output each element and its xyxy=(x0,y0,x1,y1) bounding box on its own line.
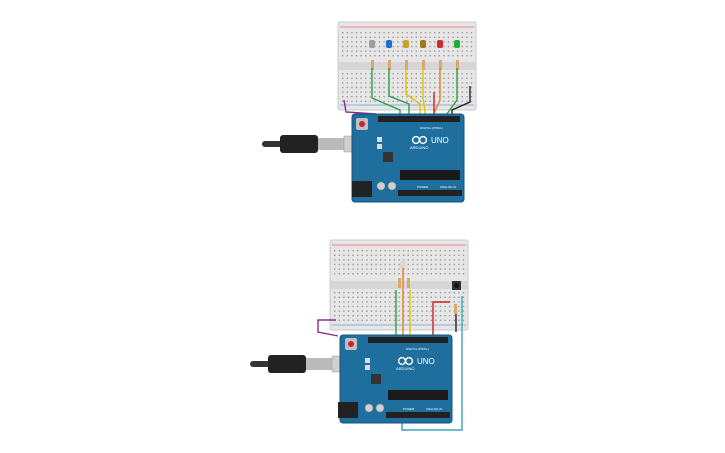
board-brand: ARDUINO xyxy=(410,145,428,150)
board-digital-label: DIGITAL (PWM~) xyxy=(406,347,429,351)
wires-bottom xyxy=(317,268,463,431)
wire-teal xyxy=(401,296,463,431)
leds-top xyxy=(369,40,460,48)
circuit-bottom: ARDUINO UNO DIGITAL (PWM~) POWER ANALOG … xyxy=(250,239,469,431)
circuit-top: ARDUINO UNO DIGITAL (PWM~) POWER ANALOG … xyxy=(262,21,477,203)
wire-green xyxy=(443,68,458,119)
led[interactable] xyxy=(386,40,392,48)
breadboard-holes xyxy=(342,32,473,102)
leds-bottom xyxy=(400,260,406,268)
resistors-bottom xyxy=(398,278,457,314)
board-power-label: POWER xyxy=(417,185,429,189)
wire-purple xyxy=(317,319,339,337)
wire-yellow xyxy=(405,68,421,118)
board-analog-label: ANALOG IN xyxy=(426,407,442,411)
board-analog-label: ANALOG IN xyxy=(440,185,456,189)
wire-yellow xyxy=(422,68,427,119)
led[interactable] xyxy=(454,40,460,48)
led[interactable] xyxy=(437,40,443,48)
board-model: UNO xyxy=(417,357,435,366)
board-digital-label: DIGITAL (PWM~) xyxy=(420,126,443,130)
board-brand: ARDUINO xyxy=(396,366,414,371)
led[interactable] xyxy=(403,40,409,48)
wire-red xyxy=(432,301,450,338)
wire-purple xyxy=(343,99,377,115)
led[interactable] xyxy=(400,260,406,268)
resistors-top xyxy=(371,60,459,70)
arduino-board-top[interactable]: ARDUINO UNO DIGITAL (PWM~) POWER ANALOG … xyxy=(351,113,465,203)
arduino-board-bottom[interactable]: ARDUINO UNO DIGITAL (PWM~) POWER ANALOG … xyxy=(338,334,453,424)
breadboard-holes xyxy=(334,250,465,321)
board-power-label: POWER xyxy=(403,407,415,411)
led[interactable] xyxy=(420,40,426,48)
wires-top xyxy=(343,68,471,119)
pushbutton-bottom[interactable] xyxy=(452,281,461,290)
led[interactable] xyxy=(369,40,375,48)
board-model: UNO xyxy=(431,136,449,145)
wire-green xyxy=(388,68,410,118)
